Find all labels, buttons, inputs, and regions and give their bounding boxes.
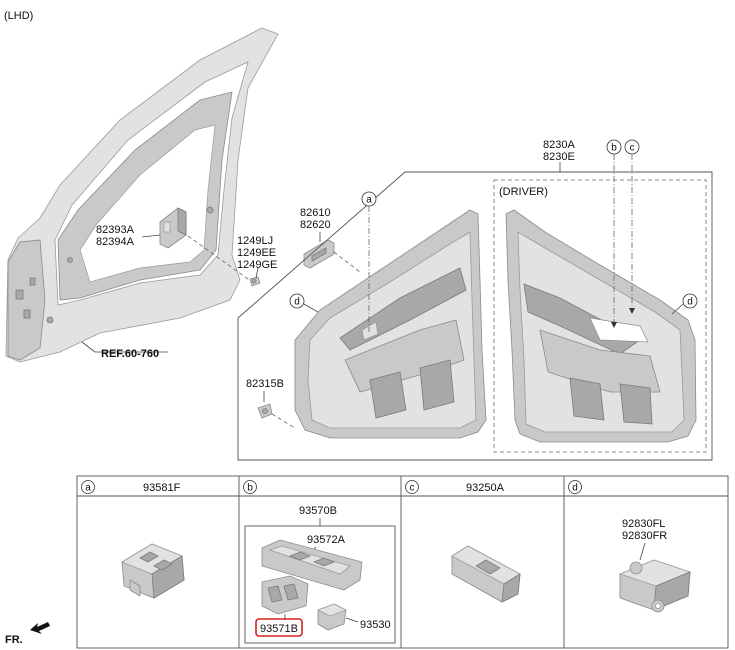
callout-c-top-text: c xyxy=(630,143,635,154)
table-letter-a-text: a xyxy=(85,483,91,494)
bolt-label-3: 1249GE xyxy=(237,259,277,271)
driver-box xyxy=(493,179,707,453)
table-part-c: 93250A xyxy=(466,482,505,494)
handle-label-2: 82620 xyxy=(300,219,331,231)
trim-clip xyxy=(257,403,273,419)
table-letter-c-text: c xyxy=(410,483,415,494)
sub-part-side: 93530 xyxy=(360,619,391,631)
table-letter-d xyxy=(568,480,582,494)
sub-part-highlighted: 93571B xyxy=(260,623,298,635)
callout-d-left-text: d xyxy=(294,297,300,308)
bolt-label-1: 1249LJ xyxy=(237,235,273,247)
table-letter-a xyxy=(81,480,95,494)
ref-label: REF.60-760 xyxy=(101,348,159,360)
trim-label-2: 8230E xyxy=(543,151,575,163)
table-letter-d-text: d xyxy=(572,483,578,494)
driver-label: (DRIVER) xyxy=(499,186,548,198)
callout-a-top-text: a xyxy=(366,195,372,206)
callout-d-right-text: d xyxy=(687,297,693,308)
switch-knob-part xyxy=(317,603,347,631)
courtesy-lamp-part xyxy=(618,559,692,613)
callout-d-left xyxy=(289,293,305,309)
table-letter-c xyxy=(405,480,419,494)
d-label-2: 92830FR xyxy=(622,530,667,542)
bracket-label-2: 82394A xyxy=(96,236,135,248)
callout-d-right xyxy=(682,293,698,309)
trim-label-1: 8230A xyxy=(543,139,575,151)
driver-door-trim-panel xyxy=(505,209,697,443)
switch-unit-part xyxy=(261,575,309,615)
table-letter-b-text: b xyxy=(247,483,253,494)
switch-panel-part xyxy=(261,539,363,591)
parts-table xyxy=(76,475,729,649)
bolt xyxy=(249,276,261,287)
inside-handle xyxy=(303,239,335,269)
sub-part-top: 93572A xyxy=(307,534,346,546)
switch-assembly-box xyxy=(244,525,396,644)
clip-label: 82315B xyxy=(246,378,284,390)
callout-b-top-text: b xyxy=(611,143,617,154)
table-part-b: 93570B xyxy=(299,505,337,517)
door-bracket xyxy=(159,207,187,249)
lhd-label: (LHD) xyxy=(4,10,33,22)
window-switch-part xyxy=(121,543,185,599)
front-direction-label: FR. xyxy=(5,634,23,646)
door-frame xyxy=(5,27,279,363)
front-arrow-icon xyxy=(30,622,50,634)
door-trim-panel xyxy=(294,209,487,439)
d-label-1: 92830FL xyxy=(622,518,665,530)
switch-module-part xyxy=(451,545,521,603)
bolt-label-2: 1249EE xyxy=(237,247,276,259)
handle-label-1: 82610 xyxy=(300,207,331,219)
table-letter-b xyxy=(243,480,257,494)
table-part-a: 93581F xyxy=(143,482,181,494)
highlight-box xyxy=(255,618,303,637)
bracket-label-1: 82393A xyxy=(96,224,135,236)
